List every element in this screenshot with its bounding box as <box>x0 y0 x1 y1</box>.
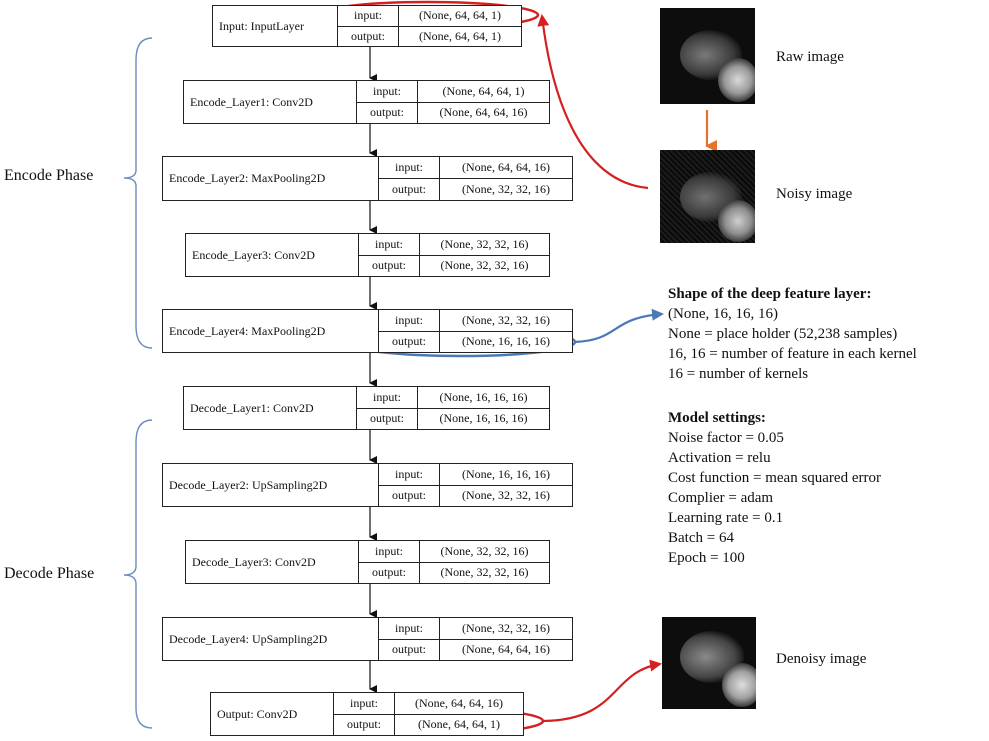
input-shape: (None, 64, 64, 16) <box>462 160 550 174</box>
input-label: input: <box>338 6 399 26</box>
layer-name: Output: Conv2D <box>211 693 334 735</box>
setting-line: Cost function = mean squared error <box>668 470 881 486</box>
noisy-image-thumbnail <box>660 150 755 243</box>
output-shape: (None, 32, 32, 16) <box>440 565 529 580</box>
input-label: input: <box>359 234 420 255</box>
setting-line: Activation = relu <box>668 450 771 466</box>
feature-line: 16 = number of kernels <box>668 366 809 382</box>
input-label: input: <box>357 387 418 408</box>
input-shape: (None, 32, 32, 16) <box>440 236 529 251</box>
input-label: input: <box>379 618 440 639</box>
output-shape: (None, 32, 32, 16) <box>440 258 529 273</box>
output-shape: (None, 64, 64, 16) <box>439 105 528 120</box>
output-label: output: <box>379 485 440 506</box>
input-shape: (None, 16, 16, 16) <box>462 466 550 481</box>
layer-name: Encode_Layer1: Conv2D <box>184 81 357 123</box>
output-shape: (None, 32, 32, 16) <box>462 182 550 196</box>
layer-decode-1: Decode_Layer1: Conv2D input: (None, 16, 1… <box>183 386 550 430</box>
output-label: output: <box>379 179 440 200</box>
layer-name: Encode_Layer2: MaxPooling2D <box>163 157 379 200</box>
output-label: output: <box>357 408 418 429</box>
setting-line: Complier = adam <box>668 490 774 506</box>
setting-line: Learning rate = 0.1 <box>668 510 784 526</box>
setting-line: Batch = 64 <box>668 530 734 546</box>
layer-name: Decode_Layer4: UpSampling2D <box>163 618 379 660</box>
input-shape: (None, 32, 32, 16) <box>462 312 550 327</box>
encode-bracket <box>123 37 153 349</box>
layer-encode-2: Encode_Layer2: MaxPooling2D input: (None,… <box>162 156 573 201</box>
input-shape: (None, 64, 64, 1) <box>442 83 525 98</box>
input-label: input: <box>359 541 420 562</box>
layer-name: Decode_Layer3: Conv2D <box>186 541 359 583</box>
layer-name: Input: InputLayer <box>213 6 338 46</box>
output-shape: (None, 64, 64, 1) <box>419 28 501 43</box>
decode-bracket <box>123 419 153 729</box>
setting-line: Epoch = 100 <box>668 550 745 566</box>
feature-line: 16, 16 = number of feature in each kerne… <box>668 346 917 362</box>
output-shape: (None, 64, 64, 16) <box>462 642 550 657</box>
decode-phase-label: Decode Phase <box>4 565 95 582</box>
layer-name: Decode_Layer2: UpSampling2D <box>163 464 379 506</box>
input-shape: (None, 64, 64, 16) <box>415 695 503 710</box>
raw-image-thumbnail <box>660 8 755 104</box>
input-label: input: <box>379 157 440 178</box>
denoisy-image-caption: Denoisy image <box>776 651 867 667</box>
output-label: output: <box>338 26 399 46</box>
layer-decode-3: Decode_Layer3: Conv2D input: (None, 32, 3… <box>185 540 550 584</box>
encode-phase-label: Encode Phase <box>4 167 94 184</box>
input-label: input: <box>334 693 395 714</box>
output-label: output: <box>357 102 418 123</box>
feature-line: None = place holder (52,238 samples) <box>668 326 898 342</box>
layer-encode-1: Encode_Layer1: Conv2D input: (None, 64, 6… <box>183 80 550 124</box>
feature-layer-title: Shape of the deep feature layer: <box>668 286 872 302</box>
layer-decode-2: Decode_Layer2: UpSampling2D input: (None,… <box>162 463 573 507</box>
output-shape: (None, 16, 16, 16) <box>439 411 528 426</box>
model-settings: Model settings: Noise factor = 0.05 Acti… <box>668 408 881 568</box>
feature-line: (None, 16, 16, 16) <box>668 306 778 322</box>
output-label: output: <box>379 331 440 352</box>
output-label: output: <box>359 562 420 583</box>
layer-encode-3: Encode_Layer3: Conv2D input: (None, 32, 3… <box>185 233 550 277</box>
output-label: output: <box>334 714 395 735</box>
denoisy-image-thumbnail <box>662 617 756 709</box>
input-shape: (None, 32, 32, 16) <box>440 543 529 558</box>
layer-output: Output: Conv2D input:(None, 64, 64, 16) … <box>210 692 524 736</box>
layer-encode-4: Encode_Layer4: MaxPooling2D input: (None,… <box>162 309 573 353</box>
output-to-denoisy-arrow <box>542 659 662 723</box>
input-shape: (None, 64, 64, 1) <box>419 8 501 23</box>
noisy-image-caption: Noisy image <box>776 186 853 202</box>
input-shape: (None, 16, 16, 16) <box>439 389 528 404</box>
noisy-to-input-arrow <box>537 14 649 190</box>
layer-name: Encode_Layer4: MaxPooling2D <box>163 310 379 352</box>
raw-image-caption: Raw image <box>776 49 844 65</box>
feature-layer-info: Shape of the deep feature layer: (None, … <box>668 284 917 384</box>
layer-name: Decode_Layer1: Conv2D <box>184 387 357 429</box>
output-label: output: <box>359 255 420 276</box>
setting-line: Noise factor = 0.05 <box>668 430 784 446</box>
input-label: input: <box>357 81 418 102</box>
output-shape: (None, 64, 64, 1) <box>418 717 500 732</box>
output-shape: (None, 32, 32, 16) <box>462 488 550 503</box>
feature-to-info-arrow <box>574 308 664 344</box>
layer-name: Encode_Layer3: Conv2D <box>186 234 359 276</box>
output-shape: (None, 16, 16, 16) <box>462 334 550 349</box>
input-label: input: <box>379 310 440 331</box>
layer-decode-4: Decode_Layer4: UpSampling2D input: (None,… <box>162 617 573 661</box>
model-settings-title: Model settings: <box>668 410 766 426</box>
layer-input: Input: InputLayer input: (None, 64, 64, 1… <box>212 5 522 47</box>
input-label: input: <box>379 464 440 485</box>
input-shape: (None, 32, 32, 16) <box>462 620 550 635</box>
output-label: output: <box>379 639 440 660</box>
